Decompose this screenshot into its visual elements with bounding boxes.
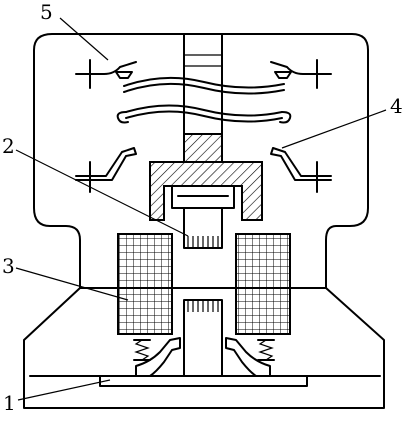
leader-4 [281, 109, 387, 149]
callout-2: 2 [2, 134, 15, 158]
top-contact-assembly [75, 59, 332, 95]
leader-5 [59, 17, 109, 61]
housing-outline [23, 33, 385, 409]
callout-1: 1 [3, 391, 16, 415]
spring-right [257, 339, 275, 361]
leader-2 [15, 149, 189, 237]
armature [149, 133, 263, 249]
callout-4: 4 [390, 94, 403, 118]
spring-left [133, 339, 151, 361]
callout-5: 5 [40, 0, 53, 24]
base-plate [99, 375, 308, 387]
leader-3 [15, 267, 129, 301]
coil-assembly [117, 233, 291, 335]
callout-3: 3 [2, 254, 15, 278]
leader-1 [17, 379, 111, 401]
middle-contact-bridge [116, 104, 292, 124]
leader-lines [15, 17, 387, 401]
